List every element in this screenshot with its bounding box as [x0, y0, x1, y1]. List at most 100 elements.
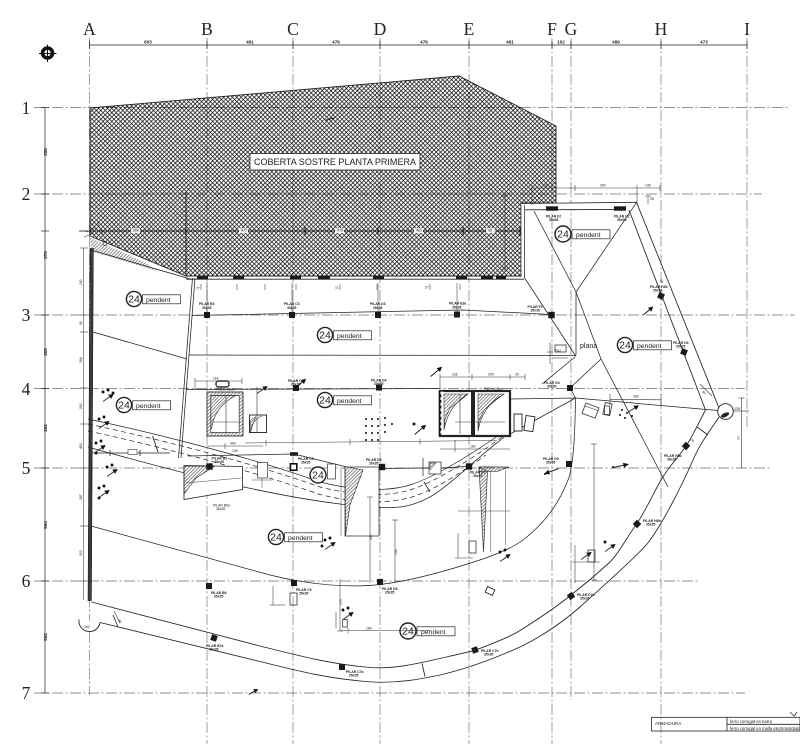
- svg-text:483: 483: [79, 443, 83, 449]
- svg-text:136: 136: [394, 549, 398, 555]
- svg-text:249: 249: [232, 449, 238, 453]
- svg-text:pendent: pendent: [136, 403, 161, 410]
- svg-text:PILAR C3: PILAR C3: [284, 302, 300, 306]
- svg-text:118: 118: [452, 373, 458, 377]
- svg-text:PILAR H6b: PILAR H6b: [643, 519, 661, 523]
- svg-text:pendent: pendent: [421, 629, 446, 636]
- svg-text:pendent: pendent: [637, 343, 662, 350]
- svg-text:PILAR D5: PILAR D5: [366, 458, 382, 462]
- svg-text:35x35: 35x35: [484, 653, 494, 657]
- svg-text:476: 476: [332, 40, 340, 45]
- svg-text:PILAR B5a: PILAR B5a: [213, 504, 230, 508]
- svg-text:pendent: pendent: [146, 297, 171, 304]
- svg-text:PILAR E5: PILAR E5: [470, 471, 485, 475]
- svg-text:240: 240: [79, 279, 83, 285]
- svg-text:570: 570: [43, 251, 48, 259]
- svg-text:H: H: [655, 19, 668, 39]
- svg-text:70: 70: [737, 436, 741, 440]
- svg-text:118: 118: [213, 377, 219, 381]
- svg-text:135: 135: [645, 184, 651, 188]
- svg-text:6: 6: [22, 571, 31, 591]
- svg-text:3: 3: [22, 305, 31, 325]
- svg-text:26: 26: [650, 197, 654, 201]
- svg-text:360: 360: [633, 395, 639, 399]
- svg-text:7: 7: [22, 683, 31, 703]
- svg-text:96: 96: [488, 228, 492, 232]
- svg-text:24: 24: [619, 340, 631, 352]
- svg-text:35x35: 35x35: [215, 460, 225, 464]
- svg-text:35x35: 35x35: [653, 289, 663, 293]
- svg-text:35x35: 35x35: [473, 474, 483, 478]
- svg-text:24: 24: [557, 229, 569, 241]
- svg-text:PILAR H5b: PILAR H5b: [664, 454, 682, 458]
- svg-text:200: 200: [488, 373, 494, 377]
- svg-text:24: 24: [319, 395, 331, 407]
- svg-text:PA2 e=25cm: PA2 e=25cm: [216, 388, 235, 392]
- svg-text:35x35: 35x35: [549, 218, 559, 222]
- svg-text:G: G: [565, 19, 578, 39]
- svg-text:175: 175: [339, 599, 343, 605]
- svg-text:PILAR C7a: PILAR C7a: [346, 670, 363, 674]
- svg-text:35x35: 35x35: [374, 382, 384, 386]
- svg-text:35x35: 35x35: [646, 523, 656, 527]
- svg-text:477: 477: [241, 228, 247, 232]
- svg-text:pendent: pendent: [337, 398, 362, 405]
- svg-text:303: 303: [79, 550, 83, 556]
- svg-text:268: 268: [79, 357, 83, 363]
- svg-text:35x35: 35x35: [617, 218, 627, 222]
- svg-text:35x35: 35x35: [546, 461, 556, 465]
- svg-text:461: 461: [246, 40, 254, 45]
- svg-text:1: 1: [22, 98, 31, 118]
- svg-text:PILAR C6: PILAR C6: [296, 588, 312, 592]
- svg-text:365: 365: [43, 348, 48, 356]
- svg-text:PILAR C4: PILAR C4: [288, 379, 304, 383]
- svg-text:PILAR D3: PILAR D3: [370, 302, 386, 306]
- svg-text:C: C: [287, 19, 299, 39]
- svg-text:D: D: [374, 19, 387, 39]
- svg-text:184: 184: [366, 627, 372, 631]
- svg-text:5: 5: [22, 458, 31, 478]
- svg-text:35x35: 35x35: [531, 309, 541, 313]
- svg-text:500: 500: [133, 228, 139, 232]
- svg-text:PILAR C7b: PILAR C7b: [481, 649, 499, 653]
- svg-text:F: F: [547, 19, 557, 39]
- svg-text:PILAR B6: PILAR B6: [211, 591, 227, 595]
- svg-text:262: 262: [79, 403, 83, 409]
- svg-text:400: 400: [230, 442, 236, 446]
- svg-text:230: 230: [369, 534, 373, 540]
- svg-text:PILAR B5: PILAR B5: [212, 457, 228, 461]
- svg-text:ARMADURA: ARMADURA: [655, 721, 682, 726]
- svg-text:24: 24: [319, 330, 331, 342]
- svg-text:35x35: 35x35: [214, 595, 224, 599]
- svg-text:254: 254: [600, 184, 606, 188]
- svg-text:11: 11: [335, 286, 339, 290]
- svg-text:pendent: pendent: [288, 535, 313, 542]
- svg-text:plana: plana: [580, 343, 597, 350]
- svg-text:35x35: 35x35: [202, 306, 212, 310]
- svg-text:PILAR E3a: PILAR E3a: [449, 302, 466, 306]
- svg-text:35x35: 35x35: [209, 648, 219, 652]
- svg-text:35x35: 35x35: [216, 507, 225, 511]
- svg-text:B: B: [201, 19, 213, 39]
- svg-text:473: 473: [700, 40, 708, 45]
- svg-text:PILAR C5: PILAR C5: [298, 457, 314, 461]
- svg-text:35x35: 35x35: [299, 592, 309, 596]
- svg-text:35x35: 35x35: [291, 383, 301, 387]
- svg-text:COBERTA SOSTRE PLANTA PRIMERA: COBERTA SOSTRE PLANTA PRIMERA: [254, 157, 417, 168]
- svg-text:564: 564: [43, 521, 48, 529]
- svg-text:PILAR B3: PILAR B3: [199, 302, 215, 306]
- svg-text:35x35: 35x35: [301, 461, 311, 465]
- svg-text:pendent: pendent: [576, 232, 601, 239]
- svg-text:27: 27: [425, 286, 429, 290]
- svg-text:24: 24: [402, 626, 414, 638]
- svg-text:35x35: 35x35: [349, 674, 359, 678]
- svg-text:24: 24: [118, 400, 130, 412]
- svg-text:461: 461: [506, 40, 514, 45]
- svg-text:35x35: 35x35: [667, 458, 677, 462]
- svg-text:PILAR F2: PILAR F2: [546, 215, 561, 219]
- svg-text:24: 24: [270, 532, 282, 544]
- svg-text:PILAR H3b: PILAR H3b: [650, 285, 668, 289]
- svg-text:287: 287: [79, 494, 83, 500]
- svg-text:35x35: 35x35: [385, 591, 395, 595]
- svg-text:PILAR B7a: PILAR B7a: [206, 644, 223, 648]
